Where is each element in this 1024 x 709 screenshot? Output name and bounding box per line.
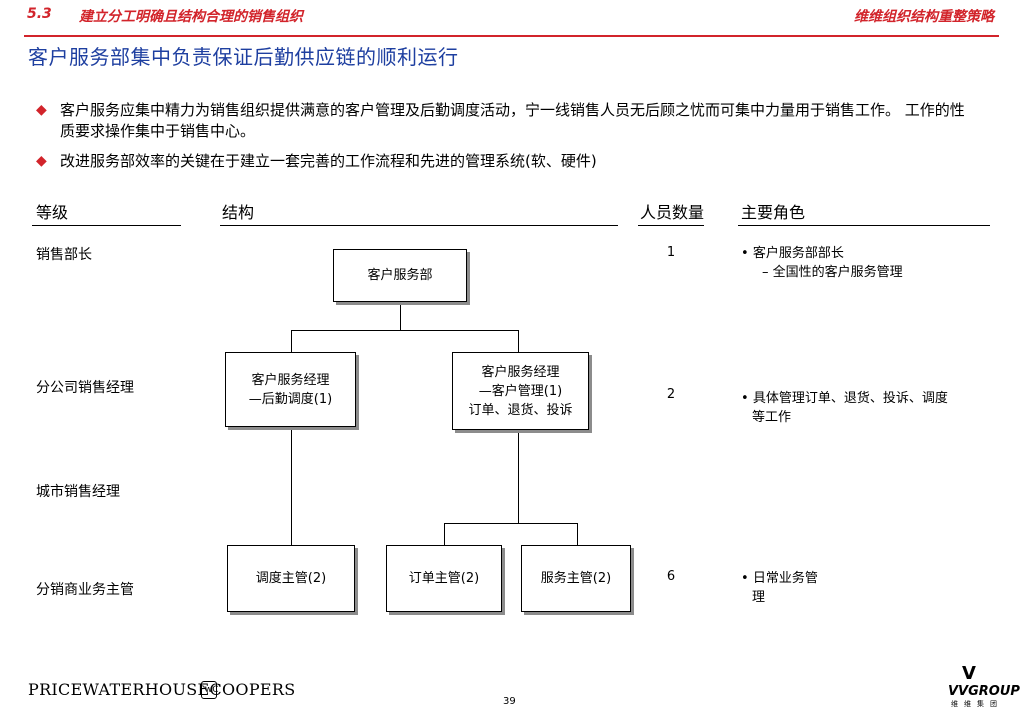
vv-logo-mark-icon: V: [962, 663, 976, 684]
bullet-text: 客户服务应集中精力为销售组织提供满意的客户管理及后勤调度活动，宁一线销售人员无后…: [60, 101, 965, 140]
role-item: • 具体管理订单、退货、投诉、调度: [741, 389, 948, 408]
page-title: 客户服务部集中负责保证后勤供应链的顺利运行: [28, 45, 459, 69]
org-box-service-supervisor: 服务主管(2): [521, 545, 631, 612]
role-text: 日常业务管: [752, 571, 818, 586]
header-headcount: 人员数量: [640, 203, 705, 222]
role-text: 客户服务部部长: [752, 246, 844, 261]
connector-line: [444, 523, 445, 545]
document-title: 维维组织结构重整策略: [854, 9, 994, 25]
connector-line: [444, 523, 577, 524]
connector-line: [400, 302, 401, 330]
header-rule: [638, 225, 704, 226]
vv-group-logo: VVGROUP: [948, 684, 1020, 699]
connector-line: [518, 430, 519, 523]
role-text-continued: 等工作: [752, 410, 792, 425]
connector-line: [577, 523, 578, 545]
org-box-customer-manager: 客户服务经理 —客户管理(1) 订单、退货、投诉: [452, 352, 589, 430]
header-rule: [738, 225, 990, 226]
org-box-root: 客户服务部: [333, 249, 467, 302]
connector-line: [518, 330, 519, 352]
vv-group-subtitle: 维维集团: [951, 700, 1003, 708]
header-rule: [220, 225, 618, 226]
headcount-value: 2: [666, 387, 676, 402]
level-label: 城市销售经理: [36, 484, 120, 500]
level-label: 销售部长: [36, 247, 92, 263]
pwc-badge-icon: PwC: [199, 681, 219, 699]
bullet-point: ◆ 客户服务应集中精力为销售组织提供满意的客户管理及后勤调度活动，宁一线销售人员…: [36, 100, 966, 142]
org-box-logistics-manager: 客户服务经理 —后勤调度(1): [225, 352, 356, 427]
headcount-value: 6: [666, 569, 676, 584]
bullet-text: 改进服务部效率的关键在于建立一套完善的工作流程和先进的管理系统(软、硬件): [60, 152, 597, 170]
level-label: 分销商业务主管: [36, 582, 134, 598]
page-number: 39: [503, 696, 516, 707]
header-role: 主要角色: [741, 203, 806, 222]
role-item: • 日常业务管: [741, 569, 818, 588]
header-rule: [32, 225, 181, 226]
role-bullet: •: [741, 571, 749, 586]
role-text-continued: 理: [752, 590, 766, 605]
role-item: • 客户服务部部长: [741, 244, 844, 263]
header-level: 等级: [36, 203, 69, 222]
org-box-dispatch-supervisor: 调度主管(2): [227, 545, 355, 612]
connector-line: [291, 427, 292, 545]
header-divider: [24, 35, 999, 37]
connector-line: [291, 330, 518, 331]
diamond-bullet-icon: ◆: [36, 153, 47, 169]
org-box-order-supervisor: 订单主管(2): [386, 545, 502, 612]
role-subitem: – 全国性的客户服务管理: [762, 265, 903, 280]
header-structure: 结构: [222, 203, 255, 222]
bullet-point: ◆ 改进服务部效率的关键在于建立一套完善的工作流程和先进的管理系统(软、硬件): [36, 151, 966, 172]
role-bullet: •: [741, 246, 749, 261]
diamond-bullet-icon: ◆: [36, 102, 47, 118]
role-bullet: •: [741, 391, 749, 406]
section-title: 建立分工明确且结构合理的销售组织: [79, 9, 303, 25]
role-text: 具体管理订单、退货、投诉、调度: [752, 391, 948, 406]
connector-line: [291, 330, 292, 352]
pwc-logo: PRICEWATERHOUSECOOPERS: [28, 680, 296, 699]
level-label: 分公司销售经理: [36, 380, 134, 396]
headcount-value: 1: [666, 245, 676, 260]
section-number: 5.3: [27, 6, 52, 22]
